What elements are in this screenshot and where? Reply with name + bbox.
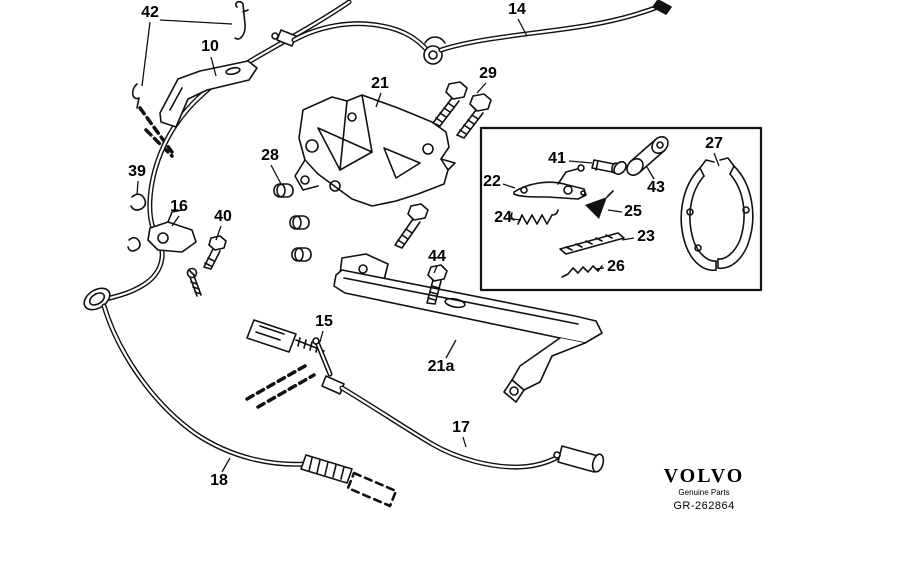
leader-line-42 <box>141 21 151 87</box>
brake-shoes-27 <box>680 157 754 271</box>
bolt-29b <box>456 93 492 139</box>
bolt-40 <box>203 235 227 270</box>
cable-18 <box>83 287 353 484</box>
bushings-28 <box>273 183 312 262</box>
bracket-21 <box>294 94 456 207</box>
dashed-placement-marks <box>138 106 398 508</box>
leader-line-24 <box>512 218 522 221</box>
leader-line-28 <box>270 164 282 185</box>
volvo-logo: VOLVO <box>663 465 745 487</box>
bracket-16 <box>147 209 197 253</box>
leader-line-44 <box>433 265 438 274</box>
leader-line-29 <box>476 82 487 94</box>
cable-adjuster <box>246 319 325 353</box>
pin-42 <box>131 0 249 109</box>
leader-line-10 <box>210 56 217 77</box>
leader-layer <box>136 18 720 473</box>
bolt-44 <box>426 264 448 305</box>
leader-line-39 <box>136 180 139 196</box>
leader-line-26 <box>595 267 605 270</box>
screw <box>186 267 202 297</box>
cable-14 <box>271 0 672 65</box>
leader-line-18 <box>221 457 231 473</box>
pin-15 <box>312 337 333 377</box>
arrow-25 <box>585 190 614 219</box>
cable-17 <box>321 375 605 473</box>
leader-line-41 <box>568 160 593 164</box>
branding: VOLVO Genuine Parts GR-262864 <box>660 466 748 513</box>
leader-line-15 <box>319 330 324 343</box>
clips-39 <box>127 193 147 252</box>
leader-line-21 <box>375 92 382 108</box>
lever-22 <box>513 164 587 200</box>
bolt-29a <box>432 81 468 127</box>
leader-line-43 <box>646 166 655 180</box>
leader-line-21a <box>445 339 457 359</box>
branding-subtitle: Genuine Parts <box>678 488 730 497</box>
bracket-21a <box>333 253 603 403</box>
leader-line-27 <box>713 152 720 167</box>
leader-line-42 <box>159 19 233 25</box>
leader-line-25 <box>607 209 623 213</box>
leader-line-22 <box>502 183 516 189</box>
drawing-reference: GR-262864 <box>673 500 735 512</box>
adjuster-43 <box>613 136 669 176</box>
strut-23 <box>559 232 625 255</box>
bracket-10 <box>159 60 258 128</box>
leader-line-23 <box>621 237 635 241</box>
leader-line-17 <box>462 436 467 448</box>
leader-line-16 <box>171 215 180 227</box>
leader-line-40 <box>215 225 222 241</box>
leader-line-14 <box>517 18 528 37</box>
bolt-29c <box>394 203 429 249</box>
